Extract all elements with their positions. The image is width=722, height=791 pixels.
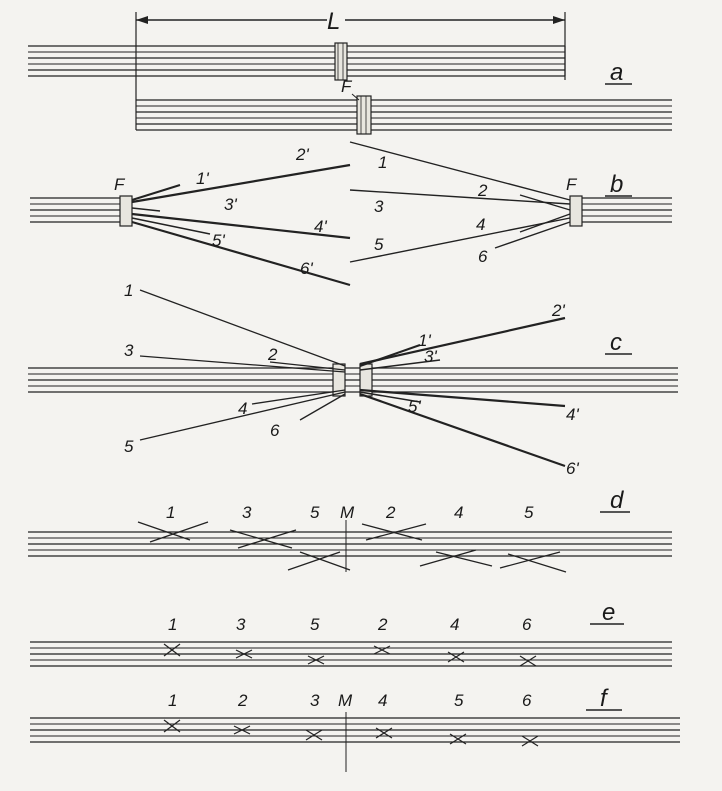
strand-c-label-3: 3	[124, 341, 134, 360]
strand-c-label-6p: 6'	[566, 459, 579, 478]
seizing-band	[334, 42, 348, 81]
strand-c-label-1: 1	[124, 281, 133, 300]
tuck-d-label-4: 4	[454, 503, 463, 522]
rope-f	[30, 717, 680, 743]
tuck-e-label-5: 5	[310, 615, 320, 634]
strand-c-label-4p: 4'	[566, 405, 579, 424]
tucks-f	[163, 719, 539, 747]
strand-label-4: 4	[476, 215, 485, 234]
strand-label-4p: 4'	[314, 217, 327, 236]
rope-joined	[28, 367, 678, 393]
rope-right	[582, 197, 672, 223]
ferrule-label: F	[341, 77, 353, 96]
tuck-f-label-3: 3	[310, 691, 320, 710]
panel-letter-e: e	[602, 599, 615, 626]
strand-label-2p: 2'	[295, 145, 309, 164]
strand-c-label-3p: 3'	[424, 347, 437, 366]
panel-letter-f: f	[600, 685, 609, 712]
dimension-label: L	[327, 8, 340, 35]
panel-b: F 1' 2' 3' 4' 5' 6' F	[30, 141, 672, 287]
strand-label-3p: 3'	[224, 195, 237, 214]
tuck-f-label-M: M	[338, 691, 353, 710]
strands-right	[349, 141, 571, 263]
rope-left	[30, 197, 120, 223]
strand-c-label-5: 5	[124, 437, 134, 456]
tuck-e-label-3: 3	[236, 615, 246, 634]
tuck-f-label-5: 5	[454, 691, 464, 710]
panel-letter-b: b	[610, 171, 623, 198]
rope-upper	[28, 45, 566, 77]
strand-label-2: 2	[477, 181, 488, 200]
dimension-label-gap	[327, 8, 345, 32]
ferrule-f	[356, 95, 372, 135]
strand-c-label-4: 4	[238, 399, 247, 418]
panel-a: L F a	[28, 8, 672, 135]
panel-e: 1 3 5 2 4 6 e	[30, 599, 672, 667]
panel-f: 1 2 3 M 4 5 6 f	[30, 685, 680, 772]
tuck-f-label-4: 4	[378, 691, 387, 710]
panel-letter-c: c	[610, 329, 622, 356]
strands-c-right	[359, 316, 566, 468]
rope-d	[28, 531, 672, 557]
strand-label-5p: 5'	[212, 231, 225, 250]
tuck-d-label-M: M	[340, 503, 355, 522]
tuck-d-label-1: 1	[166, 503, 175, 522]
tuck-e-label-2: 2	[377, 615, 388, 634]
tuck-d-label-3: 3	[242, 503, 252, 522]
tucks-d	[137, 521, 567, 573]
strand-label-3: 3	[374, 197, 384, 216]
rope-lower	[136, 99, 672, 131]
ferrule-left	[119, 195, 133, 227]
strands-left	[131, 163, 351, 287]
strand-c-label-5p: 5'	[408, 397, 421, 416]
tuck-d-label-5b: 5	[524, 503, 534, 522]
strand-c-label-6: 6	[270, 421, 280, 440]
strand-label-1p: 1'	[196, 169, 209, 188]
ferrule-right	[569, 195, 583, 227]
strand-c-label-1p: 1'	[418, 331, 431, 350]
tuck-f-label-6: 6	[522, 691, 532, 710]
strand-label-1: 1	[378, 153, 387, 172]
tuck-e-label-4: 4	[450, 615, 459, 634]
arrowhead-right	[553, 16, 565, 24]
strand-label-6p: 6'	[300, 259, 313, 278]
strand-c-label-2: 2	[267, 345, 278, 364]
ferrule-right-label: F	[566, 175, 578, 194]
arrowhead-left	[136, 16, 148, 24]
rope-e	[30, 641, 672, 667]
strand-label-6: 6	[478, 247, 488, 266]
strand-c-label-2p: 2'	[551, 301, 565, 320]
tucks-e	[163, 643, 537, 667]
strands-c-left	[139, 289, 346, 441]
panel-d: 1 3 5 M 2 4 5 d	[28, 487, 672, 573]
tuck-d-label-2: 2	[385, 503, 396, 522]
ferrule-left-label: F	[114, 175, 126, 194]
panel-c: 1 2 3 4 5 6 1' 2' 3' 4' 5' 6' c	[28, 281, 678, 478]
tuck-f-label-2: 2	[237, 691, 248, 710]
panel-letter-a: a	[610, 59, 623, 86]
tuck-e-label-1: 1	[168, 615, 177, 634]
tuck-f-label-1: 1	[168, 691, 177, 710]
panel-letter-d: d	[610, 487, 624, 514]
tuck-d-label-5: 5	[310, 503, 320, 522]
tuck-e-label-6: 6	[522, 615, 532, 634]
strand-label-5: 5	[374, 235, 384, 254]
